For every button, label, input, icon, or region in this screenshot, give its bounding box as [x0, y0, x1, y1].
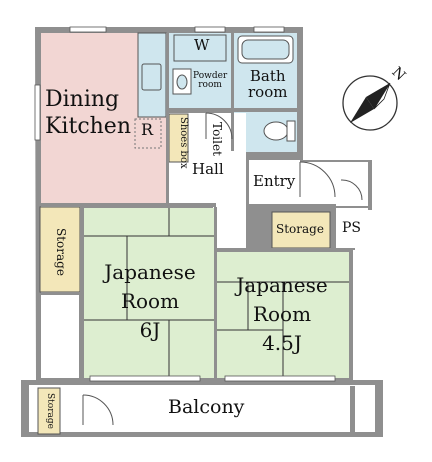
storage-left-floor: [39, 206, 81, 293]
ps-floor: [336, 208, 368, 248]
japanese-room-6-label: Japanese Room 6J: [96, 262, 204, 341]
size-45j: 4.5J: [262, 331, 302, 355]
powder-label: Powder: [193, 71, 228, 81]
washer-label: W: [194, 36, 210, 54]
entry-step-area: [300, 162, 368, 206]
bath-label: Bath: [249, 67, 286, 85]
refrigerator-label: R: [141, 120, 154, 139]
windows: [34, 26, 336, 382]
kitchen-label: Kitchen: [45, 114, 131, 140]
sink: [141, 63, 162, 91]
bathtub-inner: [241, 39, 290, 60]
storage-center-label: Storage: [276, 222, 324, 236]
tatami-lines-6: [84, 208, 214, 378]
hall-extension: [213, 148, 246, 248]
powder-room-word: room: [198, 80, 222, 91]
balcony-rail: [350, 386, 355, 432]
japanese-45-word: Japanese: [236, 273, 328, 297]
room-45-word: Room: [252, 302, 312, 326]
toilet-bowl: [263, 121, 289, 141]
storage-center-floor: [271, 211, 331, 249]
shoes-box-label: Shoes box: [178, 117, 189, 169]
dining-label: Dining: [45, 87, 120, 112]
washer-box: [173, 34, 227, 62]
japanese-room-45-label: Japanese Room 4.5J: [228, 275, 336, 354]
ps-label: PS: [342, 220, 362, 236]
bath-room-word: room: [248, 82, 288, 101]
door-swings: [82, 112, 363, 426]
dining-kitchen-label: Dining Kitchen: [45, 88, 131, 138]
size-6j: 6J: [139, 318, 161, 342]
tatami-lines-45: [217, 281, 349, 378]
storage-balcony-label: Storage: [45, 393, 55, 429]
refrigerator-box: [134, 118, 162, 149]
compass: [342, 75, 398, 131]
powder-room-label: Powder room: [193, 71, 228, 91]
storage-left-label: Storage: [54, 228, 68, 276]
storage-balcony-box: [37, 387, 61, 435]
washbasin-bowl: [176, 74, 188, 90]
bath-room-label: Bath room: [248, 67, 288, 101]
hall-label: Hall: [192, 160, 224, 178]
entry-label: Entry: [253, 172, 296, 190]
japanese-6-word: Japanese: [104, 260, 196, 284]
toilet-label: Toilet: [210, 122, 224, 156]
toilet-tank: [286, 120, 296, 142]
entry-floor: [248, 160, 300, 204]
balcony-label: Balcony: [168, 396, 245, 418]
left-closet-white: [41, 294, 79, 378]
room-6-word: Room: [120, 289, 180, 313]
interior-walls: [41, 33, 353, 378]
